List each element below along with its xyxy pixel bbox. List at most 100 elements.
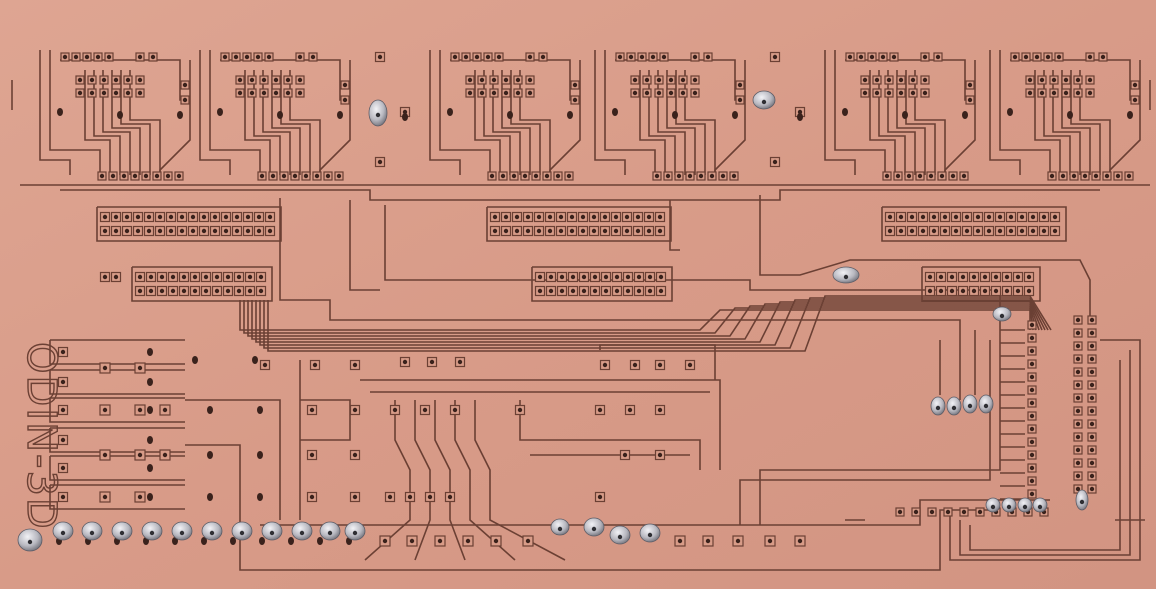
pad <box>450 52 460 62</box>
trace <box>531 266 673 302</box>
trace <box>666 70 696 175</box>
pad <box>211 285 223 297</box>
pad <box>867 52 877 62</box>
drill-hole <box>57 108 63 116</box>
pad <box>349 491 361 503</box>
drill-hole <box>842 108 848 116</box>
pad <box>1032 52 1042 62</box>
trace <box>247 300 1037 337</box>
pad <box>187 225 199 237</box>
pad <box>454 356 466 368</box>
pad <box>123 88 133 98</box>
pad <box>630 88 640 98</box>
pad <box>465 75 475 85</box>
pad <box>1027 463 1037 473</box>
pad <box>718 171 728 181</box>
pad <box>1016 225 1028 237</box>
pad <box>872 88 882 98</box>
pad <box>489 75 499 85</box>
pad <box>247 75 257 85</box>
pad <box>1001 285 1013 297</box>
pad <box>896 88 906 98</box>
pad <box>534 285 546 297</box>
pad <box>589 285 601 297</box>
trace <box>429 50 461 175</box>
pad <box>542 171 552 181</box>
pad <box>123 75 133 85</box>
pad <box>643 225 655 237</box>
pad <box>399 356 411 368</box>
pad <box>233 271 245 283</box>
pad <box>884 225 896 237</box>
pad <box>143 211 155 223</box>
trace <box>483 70 511 175</box>
pad <box>994 211 1006 223</box>
pad <box>93 52 103 62</box>
pad <box>145 285 157 297</box>
pad <box>494 52 504 62</box>
pad <box>222 285 234 297</box>
pad <box>87 88 97 98</box>
pad <box>965 80 975 90</box>
pad <box>253 225 265 237</box>
trace <box>255 300 1043 343</box>
pad <box>906 225 918 237</box>
pad <box>1025 88 1035 98</box>
pad <box>295 88 305 98</box>
pad <box>610 225 622 237</box>
pad <box>134 491 146 503</box>
pad <box>1016 211 1028 223</box>
pad <box>525 75 535 85</box>
pad <box>678 75 688 85</box>
pad <box>654 211 666 223</box>
pad <box>908 75 918 85</box>
pad <box>1073 328 1083 338</box>
pad <box>198 225 210 237</box>
pad <box>948 171 958 181</box>
pad <box>174 171 184 181</box>
pad <box>943 507 953 517</box>
pad <box>1087 471 1097 481</box>
pad <box>500 225 512 237</box>
pad <box>735 80 745 90</box>
pad <box>220 52 230 62</box>
pad <box>498 171 508 181</box>
pad <box>323 171 333 181</box>
pad <box>99 491 111 503</box>
trace <box>1052 70 1081 175</box>
pad <box>794 535 806 547</box>
trace <box>251 300 1040 340</box>
pad <box>1087 419 1097 429</box>
pad <box>295 52 305 62</box>
pad <box>555 211 567 223</box>
pad <box>654 75 664 85</box>
trace <box>199 50 231 175</box>
drill-hole <box>567 111 573 119</box>
pad <box>637 52 647 62</box>
pad <box>684 359 696 371</box>
trace <box>474 70 501 175</box>
pad <box>624 404 636 416</box>
trace <box>989 50 1021 175</box>
pad <box>312 171 322 181</box>
pad <box>235 75 245 85</box>
pad <box>654 449 666 461</box>
pad <box>511 225 523 237</box>
pad <box>939 211 951 223</box>
pad <box>544 225 556 237</box>
pad <box>489 211 501 223</box>
pad <box>514 404 526 416</box>
pad <box>483 52 493 62</box>
pad <box>915 171 925 181</box>
pad <box>242 52 252 62</box>
drill-hole <box>192 356 198 364</box>
pad <box>965 95 975 105</box>
pad <box>1012 285 1024 297</box>
drill-hole <box>337 111 343 119</box>
pad <box>295 75 305 85</box>
pad <box>946 271 958 283</box>
pad <box>99 225 111 237</box>
trace <box>364 400 411 561</box>
pad <box>983 225 995 237</box>
drill-hole <box>402 113 408 121</box>
